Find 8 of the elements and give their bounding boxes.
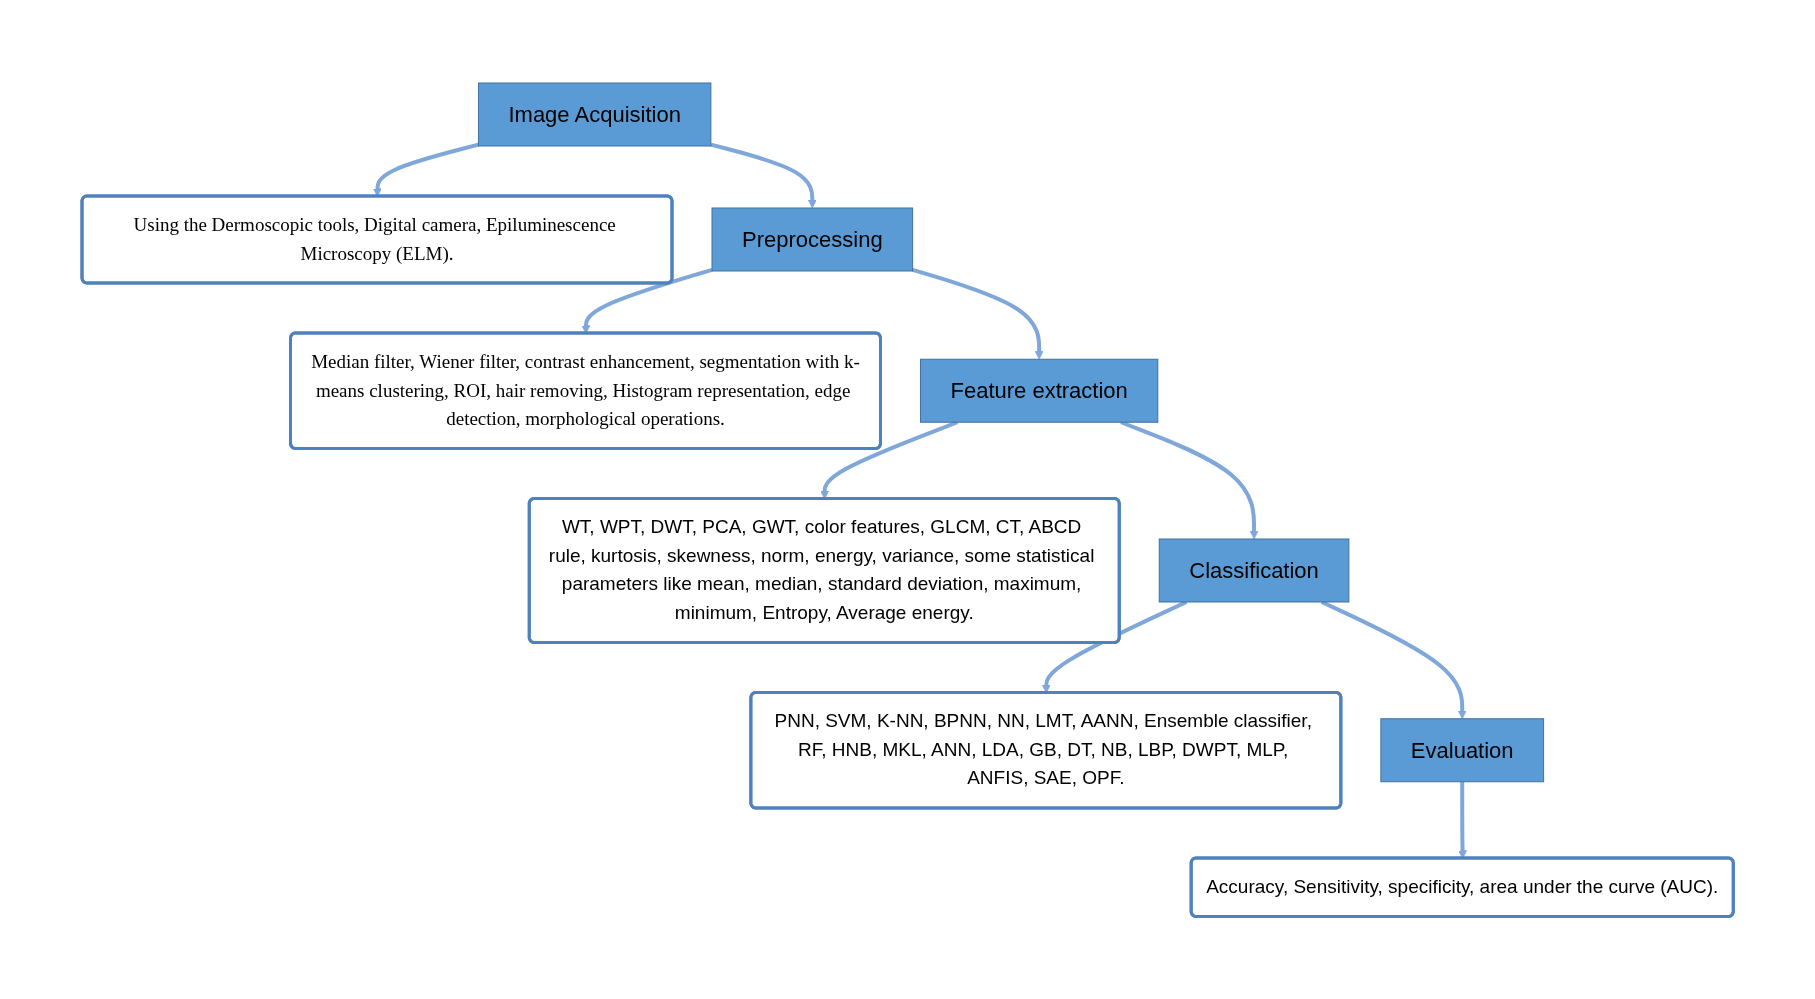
node-box: Feature extraction: [919, 358, 1159, 423]
node-box: Evaluation: [1380, 718, 1544, 782]
arrow: [710, 142, 817, 209]
arrow: [1120, 420, 1259, 540]
node-box: Classification: [1158, 538, 1350, 603]
node-box: Image Acquisition: [477, 82, 712, 147]
arrow: [911, 267, 1044, 360]
node-box: Preprocessing: [711, 207, 913, 272]
